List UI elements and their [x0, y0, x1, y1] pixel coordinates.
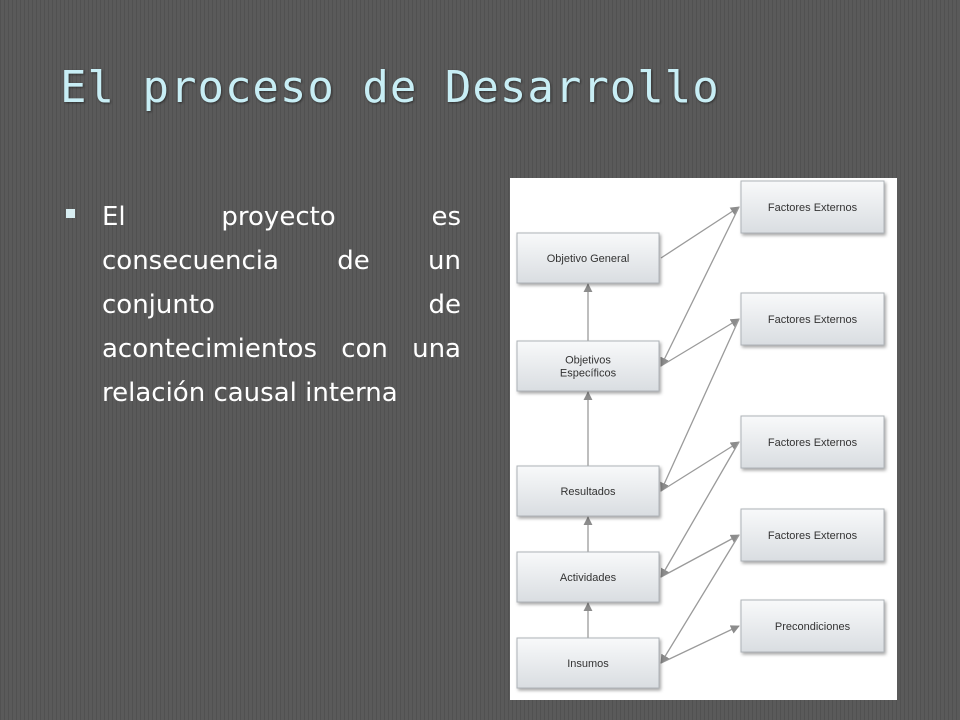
factores-externos-1-node-label: Factores Externos [768, 202, 858, 214]
objetivos-especificos-node-label: Objetivos [565, 355, 611, 367]
resultados-node-box [516, 465, 660, 517]
objetivos-especificos-node-label: Específicos [560, 368, 617, 380]
resultados-node: Resultados [516, 465, 660, 517]
factores-externos-3-node-box [740, 415, 885, 469]
precondiciones-node-label: Precondiciones [775, 621, 851, 633]
diagonal-arrow [660, 318, 740, 367]
factores-externos-1-node: Factores Externos [740, 180, 885, 234]
bullet-list: El proyecto es consecuencia de un conjun… [66, 195, 461, 415]
objetivo-general-node-label: Objetivo General [547, 253, 630, 265]
actividades-node-label: Actividades [560, 572, 617, 584]
precondiciones-node-box [740, 599, 885, 653]
diagonal-arrow [660, 206, 740, 367]
bullet-item: El proyecto es consecuencia de un conjun… [66, 195, 461, 415]
diagonal-arrow [660, 534, 740, 578]
insumos-node: Insumos [516, 637, 660, 689]
resultados-node-label: Resultados [560, 486, 616, 498]
objetivo-general-node: Objetivo General [516, 232, 660, 284]
factores-externos-2-node-box [740, 292, 885, 346]
factores-externos-1-node-box [740, 180, 885, 234]
diagonal-arrow [660, 441, 740, 492]
bullet-text: El proyecto es consecuencia de un conjun… [102, 202, 461, 408]
insumos-node-box [516, 637, 660, 689]
diagonal-arrow [660, 206, 740, 259]
factores-externos-4-node-label: Factores Externos [768, 530, 858, 542]
diagonal-arrow [660, 534, 740, 664]
actividades-node-box [516, 551, 660, 603]
actividades-node: Actividades [516, 551, 660, 603]
factores-externos-3-node: Factores Externos [740, 415, 885, 469]
objetivo-general-node-box [516, 232, 660, 284]
precondiciones-node: Precondiciones [740, 599, 885, 653]
diagonal-arrow [660, 441, 740, 578]
slide-title: El proceso de Desarrollo [60, 62, 720, 113]
factores-externos-2-node: Factores Externos [740, 292, 885, 346]
objetivos-especificos-node-box [516, 340, 660, 392]
diagonal-arrow [660, 625, 740, 664]
diagonal-arrow [660, 318, 740, 492]
square-bullet-icon [66, 209, 75, 218]
diagram-canvas: Objetivo GeneralObjetivosEspecíficosResu… [516, 180, 885, 689]
factores-externos-4-node: Factores Externos [740, 508, 885, 562]
factores-externos-3-node-label: Factores Externos [768, 437, 858, 449]
factores-externos-2-node-label: Factores Externos [768, 314, 858, 326]
insumos-node-label: Insumos [567, 658, 609, 670]
factores-externos-4-node-box [740, 508, 885, 562]
